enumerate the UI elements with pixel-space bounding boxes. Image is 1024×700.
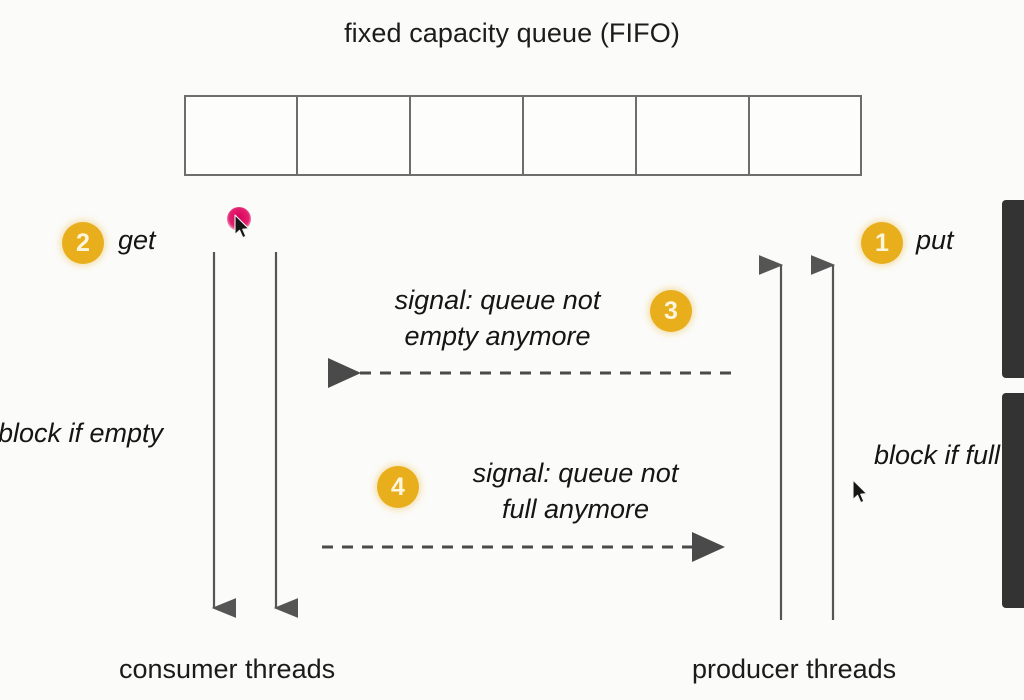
label-put: put bbox=[916, 225, 954, 255]
right-edge-panel-bottom[interactable] bbox=[1002, 393, 1024, 608]
badge-2-get[interactable]: 2 bbox=[62, 222, 104, 264]
mouse-pointer-secondary-icon bbox=[852, 479, 868, 504]
queue-cell bbox=[523, 95, 636, 176]
mouse-pointer-icon bbox=[234, 214, 250, 239]
page-title: fixed capacity queue (FIFO) bbox=[344, 18, 680, 48]
label-consumer-threads: consumer threads bbox=[119, 654, 336, 684]
queue-cell bbox=[636, 95, 749, 176]
fixed-capacity-queue bbox=[184, 95, 862, 176]
badge-4-signal-not-full[interactable]: 4 bbox=[377, 466, 419, 508]
queue-cell bbox=[184, 95, 297, 176]
label-get: get bbox=[118, 225, 156, 255]
badge-1-put[interactable]: 1 bbox=[861, 222, 903, 264]
label-block-if-empty: block if empty bbox=[0, 418, 164, 448]
queue-cell bbox=[749, 95, 862, 176]
label-signal-not-full: signal: queue not full anymore bbox=[472, 458, 679, 524]
label-producer-threads: producer threads bbox=[692, 654, 897, 684]
queue-cell bbox=[297, 95, 410, 176]
label-block-if-full: block if full bbox=[874, 440, 1001, 470]
queue-cell bbox=[410, 95, 523, 176]
label-signal-not-empty: signal: queue not empty anymore bbox=[394, 285, 601, 351]
badge-3-signal-not-empty[interactable]: 3 bbox=[650, 290, 692, 332]
right-edge-panel-top[interactable] bbox=[1002, 200, 1024, 378]
